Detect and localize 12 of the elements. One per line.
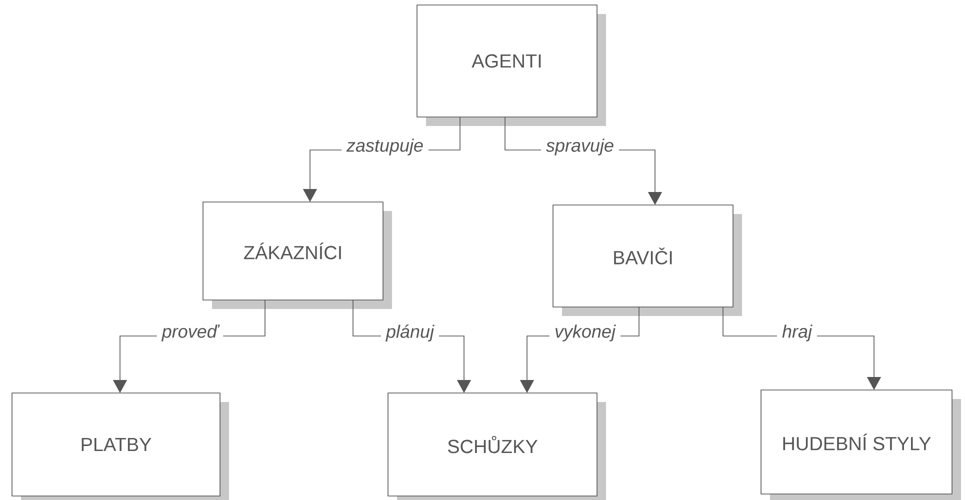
entity-box: PLATBY [12, 392, 229, 500]
entity-box: ZÁKAZNÍCI [202, 202, 392, 309]
edge-label: hraj [777, 322, 818, 344]
entity-box: HUDEBNÍ STYLY [760, 390, 962, 500]
entity-box: SCHŮZKY [388, 392, 606, 500]
edge-label: spravuje [541, 136, 620, 158]
edge-label: plánuj [381, 322, 440, 344]
entity-box: AGENTI [416, 4, 606, 126]
entity-box: BAVIČI [552, 204, 742, 316]
edge-label: proveď [156, 322, 224, 344]
edge-label: zastupuje [341, 136, 429, 158]
edge-label: vykonej [550, 322, 621, 344]
